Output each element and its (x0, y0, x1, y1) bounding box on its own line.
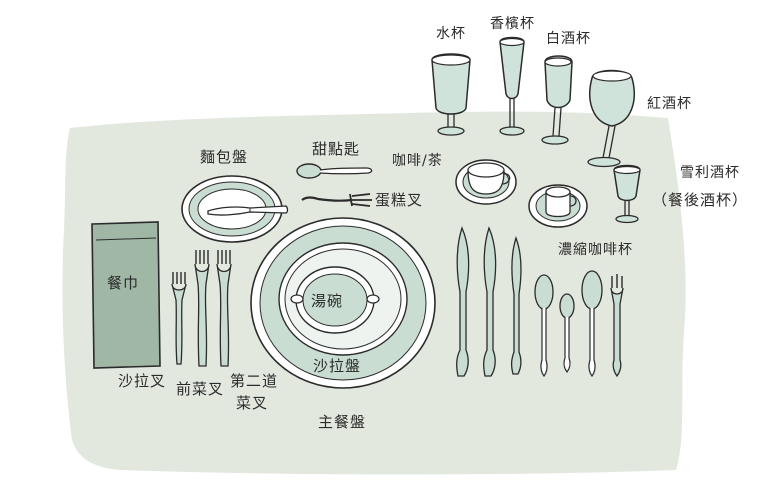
water-glass-label: 水杯 (436, 26, 466, 42)
salad-fork-label: 沙拉叉 (118, 372, 167, 390)
coffee-tea-label: 咖啡/茶 (392, 153, 443, 169)
red-wine-glass-label: 紅酒杯 (647, 96, 692, 112)
dessert-spoon-label: 甜點匙 (312, 140, 361, 158)
espresso-cup (528, 184, 588, 228)
napkin-label: 餐巾 (107, 274, 140, 292)
appetizer-knife-icon (510, 235, 522, 375)
second-course-fork-label-line2: 菜叉 (236, 394, 269, 412)
soup-bowl (290, 266, 380, 334)
butter-knife-icon (207, 205, 289, 216)
sherry-glass-icon (613, 164, 641, 224)
soup-spoon-icon (534, 274, 554, 378)
salad-fork-icon (171, 272, 187, 365)
main-knife-icon (456, 226, 470, 377)
white-wine-glass-label: 白酒杯 (546, 31, 591, 47)
salad-plate-label: 沙拉盤 (313, 357, 362, 375)
second-course-fork-label-line1: 第二道 (230, 372, 279, 390)
fish-knife-icon (483, 226, 497, 377)
champagne-glass-label: 香檳杯 (490, 16, 535, 32)
napkin (91, 221, 161, 369)
white-wine-glass-icon (541, 55, 573, 145)
red-wine-glass-icon (587, 69, 635, 168)
main-plate-label: 主餐盤 (318, 413, 367, 431)
water-glass-icon (431, 53, 471, 136)
second-course-fork-icon (216, 250, 232, 367)
cake-fork-icon (301, 193, 372, 207)
appetizer-fork-icon (194, 250, 210, 367)
sherry-glass-label-line1: 雪利酒杯 (680, 165, 740, 181)
cake-fork-label: 蛋糕叉 (375, 191, 424, 209)
soup-bowl-label: 湯碗 (311, 292, 344, 310)
appetizer-fork-label: 前菜叉 (176, 380, 225, 398)
dessert-spoon-right-icon (581, 270, 603, 378)
coffee-tea-cup (455, 159, 517, 205)
sherry-glass-label-line2: （餐後酒杯） (652, 191, 749, 209)
dessert-spoon-icon (296, 163, 373, 179)
bread-plate-label: 麵包盤 (200, 148, 249, 166)
oyster-fork-icon (610, 274, 624, 378)
espresso-cup-label: 濃縮咖啡杯 (558, 242, 633, 258)
teaspoon-icon (559, 293, 575, 374)
champagne-glass-icon (499, 36, 525, 136)
